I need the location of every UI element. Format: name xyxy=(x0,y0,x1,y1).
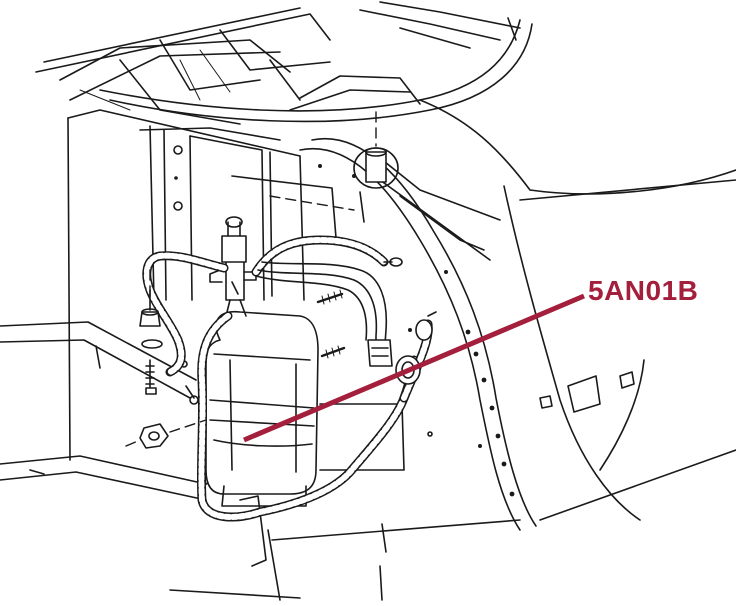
wiring-harness xyxy=(142,235,403,377)
callout-label: 5AN01B xyxy=(588,275,699,306)
callout-leader-line xyxy=(243,293,585,443)
grommet-plug xyxy=(353,111,399,189)
mounting-nut xyxy=(125,419,207,449)
inner-fender-panel xyxy=(67,109,365,461)
cowl-cable xyxy=(99,17,533,123)
hood-panel xyxy=(35,1,521,141)
mounting-studs xyxy=(316,289,346,359)
mounting-bolt xyxy=(139,269,163,395)
